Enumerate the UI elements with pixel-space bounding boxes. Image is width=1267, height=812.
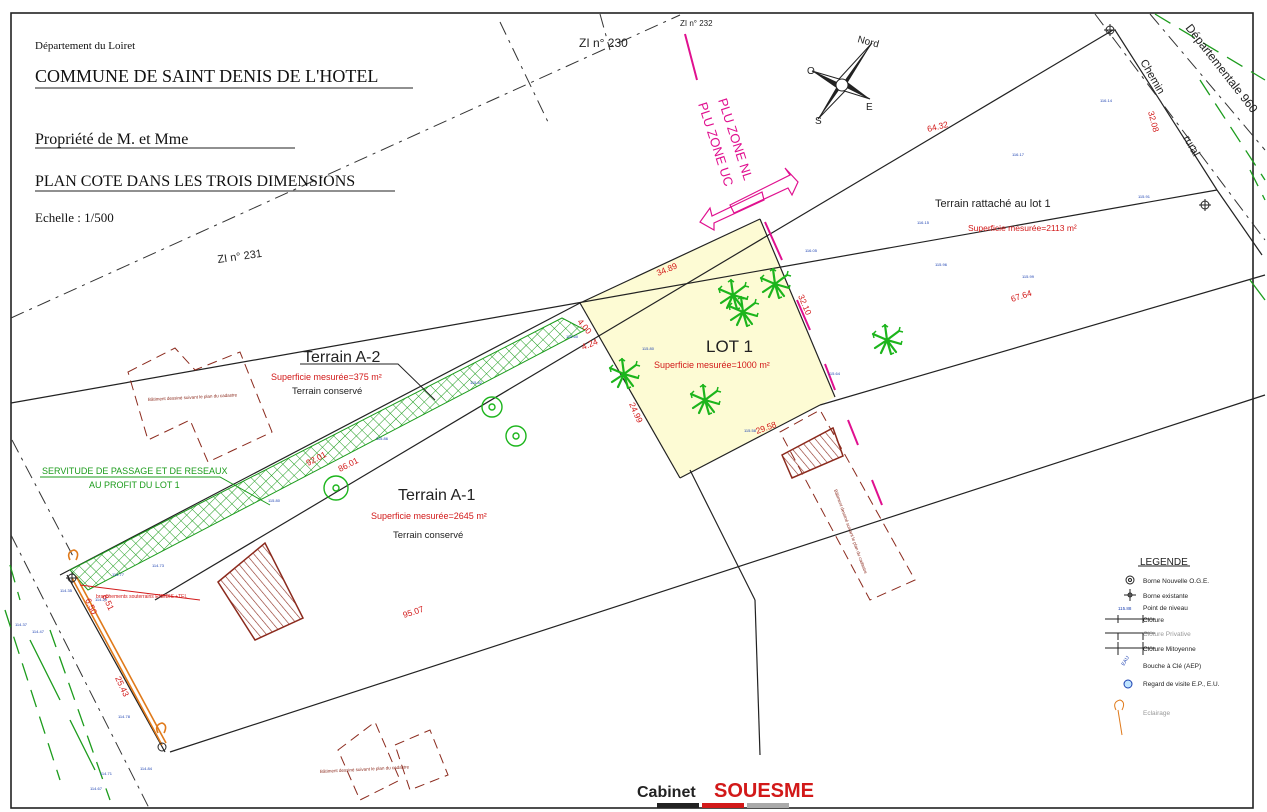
compass-west: O: [807, 66, 815, 77]
cabinet-logo: Cabinet SOUESME: [637, 780, 814, 808]
legend-item-cloture-mitoyenne: Clôture Mitoyenne: [1143, 646, 1196, 653]
servitude-strip: [69, 317, 587, 591]
legend-title: LEGENDE: [1140, 557, 1188, 568]
page-frame: [10, 12, 1254, 809]
svg-text:115.80: 115.80: [268, 498, 281, 503]
legend-items: Borne Nouvelle O.G.E. Borne existante Po…: [1143, 578, 1220, 717]
road-rural: rural: [1180, 134, 1201, 159]
logo-cabinet: Cabinet: [637, 784, 696, 801]
legend-item-eclairage: Eclairage: [1143, 710, 1170, 717]
legend-item-point-niveau: Point de niveau: [1143, 605, 1188, 612]
svg-text:115.58: 115.58: [744, 428, 757, 433]
dim-3208: 32.08: [1146, 110, 1161, 133]
round-trees: [323, 396, 527, 501]
annex-building: [781, 426, 844, 479]
svg-text:115.80: 115.80: [642, 346, 655, 351]
dim-6432: 64.32: [926, 119, 949, 134]
svg-text:115.96: 115.96: [935, 262, 948, 267]
survey-markers: [66, 24, 1211, 752]
legend-symbols: [1105, 575, 1155, 736]
svg-text:115.86: 115.86: [376, 436, 389, 441]
logo-name: SOUESME: [714, 780, 814, 802]
svg-text:116.14: 116.14: [1100, 98, 1113, 103]
svg-text:115.82: 115.82: [470, 380, 483, 385]
scale-label: Echelle : 1/500: [35, 210, 114, 225]
spot-levels: 116.14 116.17 115.91 116.15 115.96 116.0…: [15, 98, 1151, 791]
servitude-leader: [40, 476, 271, 506]
a1-name: Terrain A-1: [398, 487, 475, 504]
plan-title: PLAN COTE DANS LES TROIS DIMENSIONS: [35, 173, 356, 190]
owner-label: Propriété de M. et Mme: [35, 131, 189, 148]
cadastre-232: ZI n° 232: [680, 19, 713, 28]
attached-area: Superficie mesurée=2113 m²: [968, 223, 1077, 233]
svg-text:114.73: 114.73: [152, 563, 165, 568]
dim-424: 4.24: [580, 336, 599, 352]
road-edges: [4, 13, 1266, 801]
lot1-area: Superficie mesurée=1000 m²: [654, 360, 770, 370]
legend-eau: EAU: [1121, 655, 1132, 667]
compass-east: E: [866, 102, 873, 113]
branchement-line: [79, 584, 201, 601]
svg-text:114.78: 114.78: [118, 714, 131, 719]
cadastre-buildings: [127, 347, 916, 801]
svg-text:115.99: 115.99: [1022, 274, 1035, 279]
svg-text:114.71: 114.71: [100, 771, 113, 776]
parcel-lines: [10, 29, 1266, 756]
a2-name: Terrain A-2: [303, 349, 380, 366]
legend-item-bouche-cle: Bouche à Clé (AEP): [1143, 663, 1201, 670]
network-lines: [67, 549, 167, 746]
legend-item-borne-existante: Borne existante: [1143, 593, 1189, 600]
a2-status: Terrain conservé: [292, 386, 362, 397]
a1-area: Superficie mesurée=2645 m²: [371, 511, 487, 521]
svg-text:114.67: 114.67: [90, 786, 103, 791]
house-building: [217, 541, 305, 641]
dim-2543: 25.43: [113, 675, 131, 699]
compass-north: Nord: [856, 34, 880, 50]
svg-text:115.60: 115.60: [566, 334, 579, 339]
svg-text:114.37: 114.37: [15, 622, 28, 627]
servitude-line1: SERVITUDE DE PASSAGE ET DE RESEAUX: [42, 466, 228, 476]
svg-text:114.77: 114.77: [112, 572, 125, 577]
department-label: Département du Loiret: [35, 40, 136, 52]
legend-item-borne-oge: Borne Nouvelle O.G.E.: [1143, 578, 1209, 585]
legend-item-regard: Regard de visite E.P., E.U.: [1143, 681, 1220, 688]
road-edges-solid: [29, 279, 1266, 771]
lot1-name: LOT 1: [706, 337, 753, 356]
building-label-2: Bâtiment dessiné suivant le plan du cada…: [320, 764, 410, 774]
a2-area: Superficie mesurée=375 m²: [271, 372, 382, 382]
svg-text:114.35: 114.35: [60, 588, 73, 593]
zone-arrows: [699, 167, 799, 232]
zone-boundary: [684, 33, 883, 506]
lot1-area: [580, 219, 835, 478]
svg-text:114.29: 114.29: [95, 597, 108, 602]
svg-text:115.91: 115.91: [1138, 194, 1151, 199]
svg-text:116.15: 116.15: [917, 220, 930, 225]
commune-title: COMMUNE DE SAINT DENIS DE L'HOTEL: [35, 66, 379, 86]
dim-6764: 67.64: [1010, 288, 1034, 304]
a1-status: Terrain conservé: [393, 530, 463, 541]
cadastre-231: ZI n° 231: [217, 248, 263, 266]
legend-item-cloture: Clôture: [1143, 617, 1164, 624]
header-underlines: [35, 87, 413, 192]
svg-text:116.05: 116.05: [805, 248, 818, 253]
road-departementale: Départementale 960: [1183, 21, 1261, 116]
dim-9507: 95.07: [402, 604, 426, 620]
legend-level-sample: 115.88: [1118, 606, 1132, 611]
building-label-1: Bâtiment dessiné suivant le plan du cada…: [148, 392, 238, 402]
svg-text:114.84: 114.84: [140, 766, 153, 771]
building-label-3: Bâtiment dessiné suivant le plan du cada…: [833, 489, 868, 575]
a2-leader: [300, 363, 436, 401]
cadastre-230: ZI n° 230: [579, 36, 628, 50]
svg-text:116.17: 116.17: [1012, 152, 1025, 157]
compass-south: S: [815, 116, 822, 127]
cadastral-dashed-lines: [10, 13, 1266, 811]
legend-item-cloture-privative: Clôture Privative: [1143, 631, 1191, 638]
branchement-label: branchements souterrains ENEDIS +TEL: [96, 594, 188, 600]
servitude-line2: AU PROFIT DU LOT 1: [89, 480, 180, 490]
compass-rose: [811, 42, 873, 120]
svg-text:114.47: 114.47: [32, 629, 45, 634]
attached-name: Terrain rattaché au lot 1: [935, 198, 1051, 210]
svg-text:115.64: 115.64: [828, 371, 841, 376]
